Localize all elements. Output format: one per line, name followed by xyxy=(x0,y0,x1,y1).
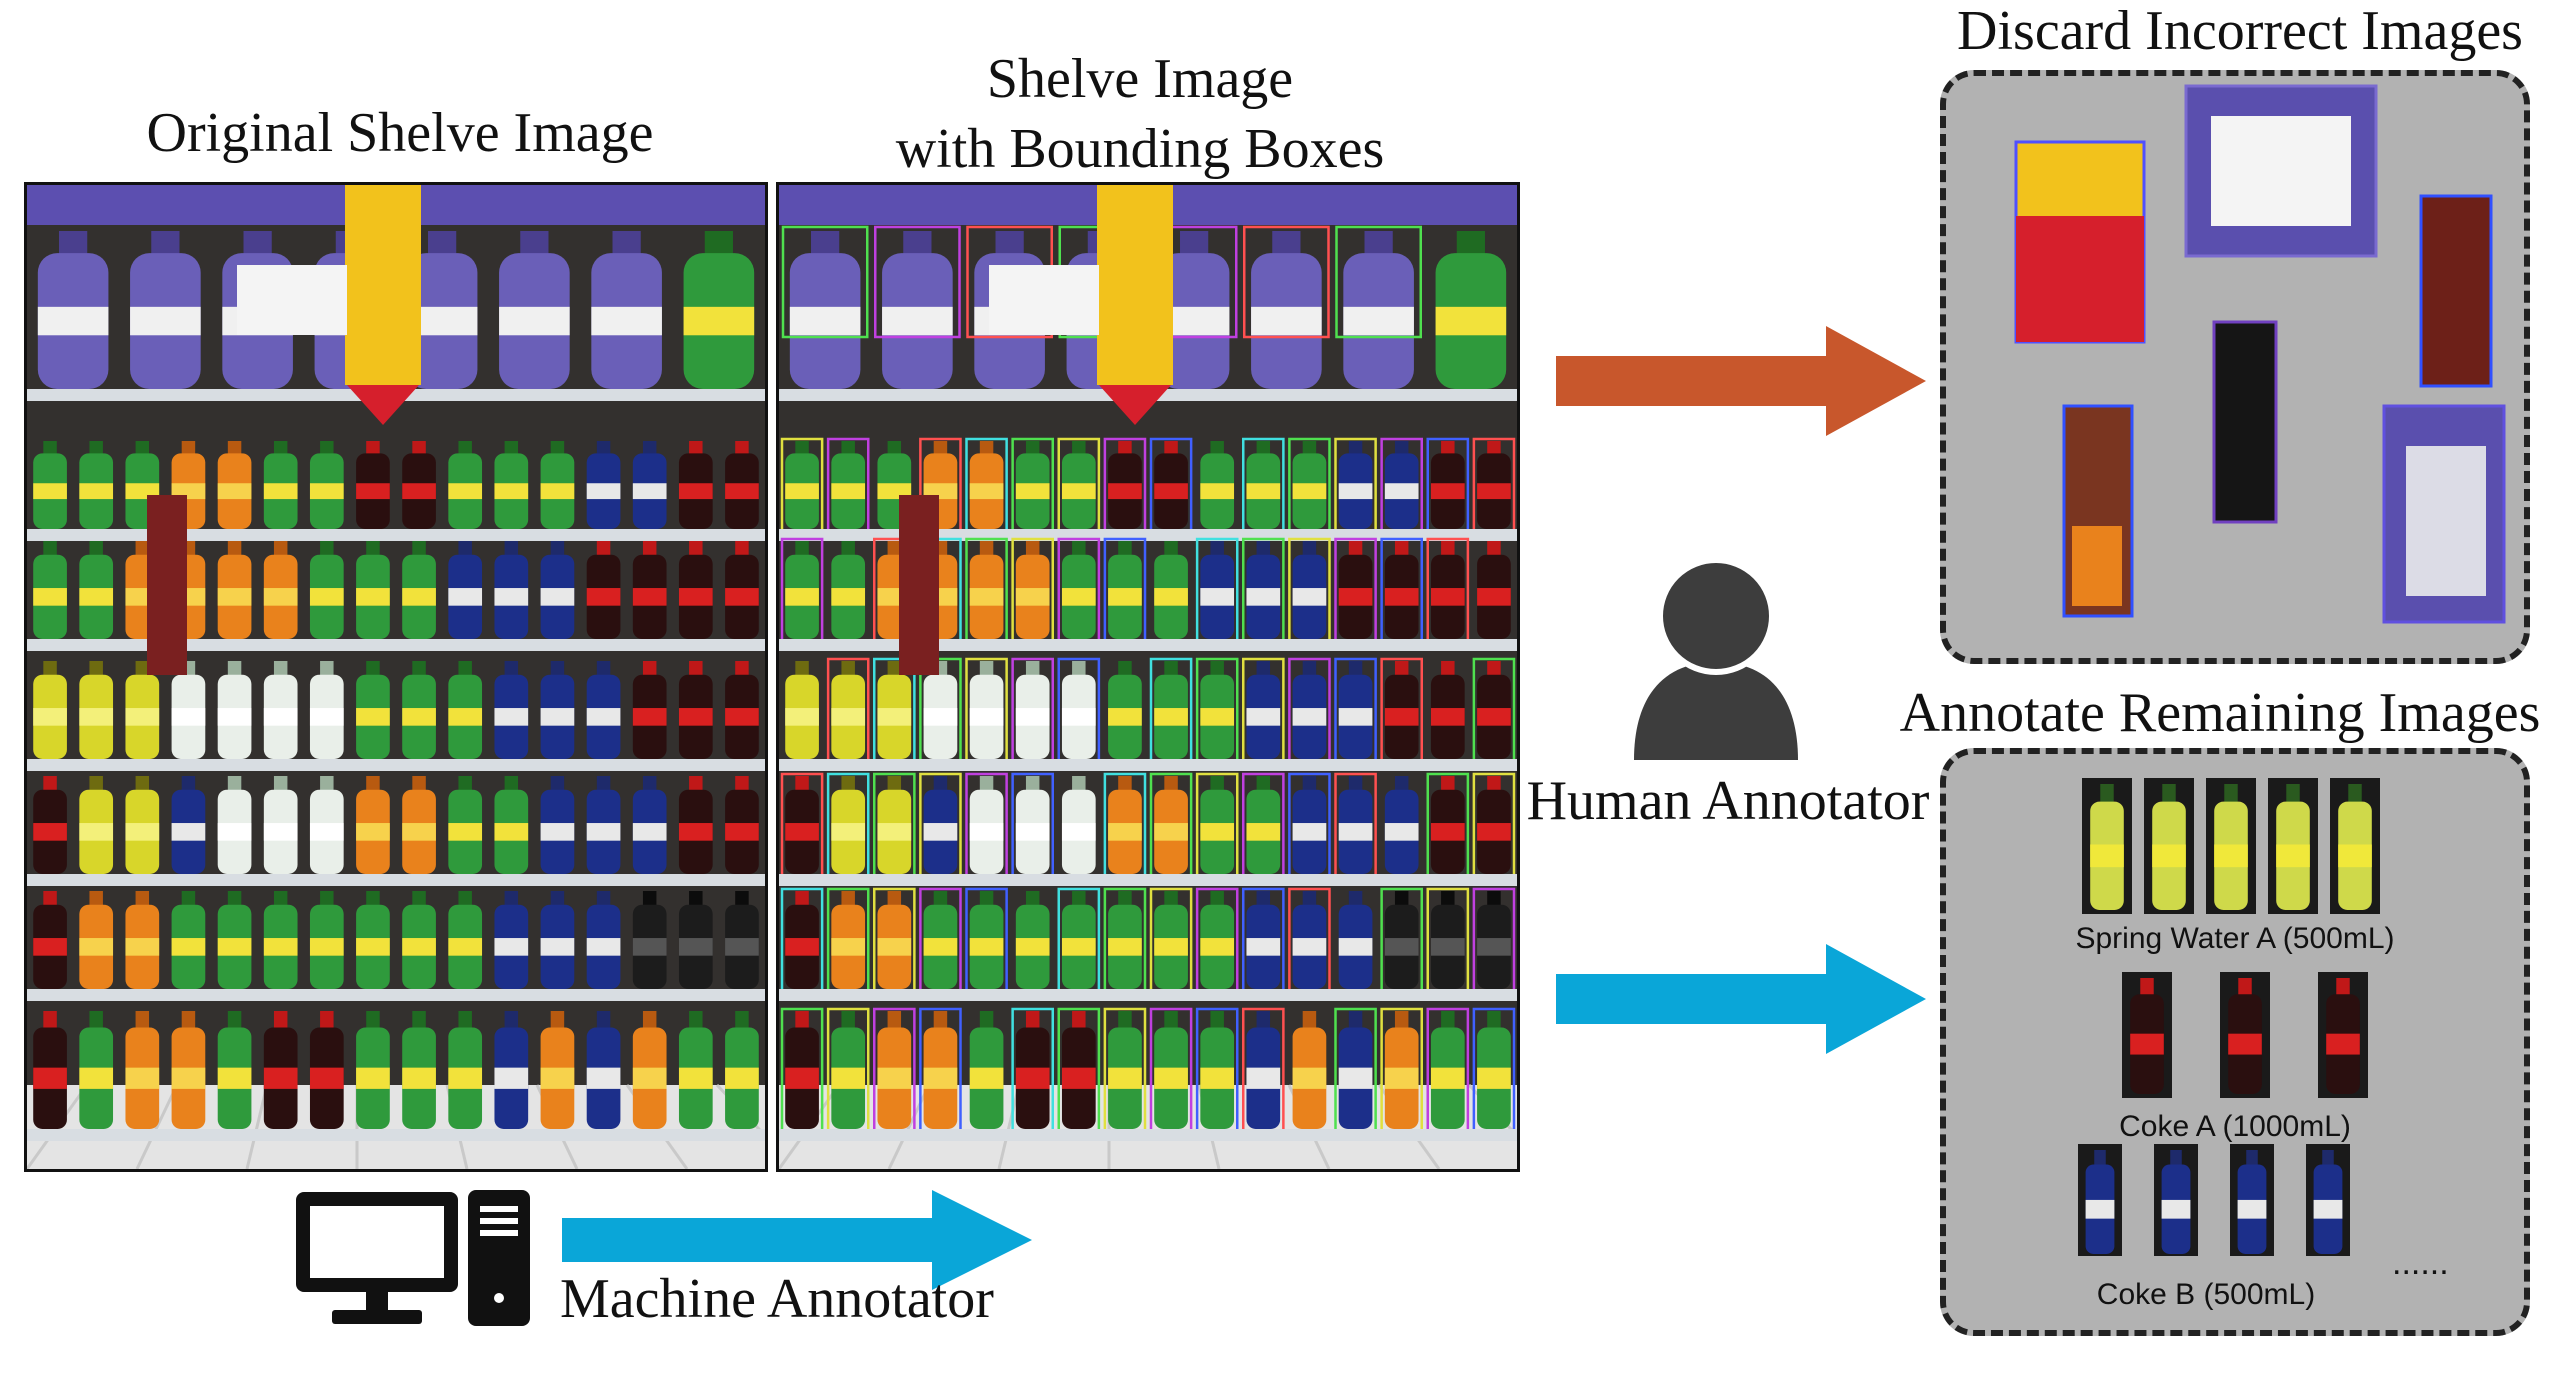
bbox-image-title-line2: with Bounding Boxes xyxy=(895,118,1385,180)
annotate-title: Annotate Remaining Images xyxy=(1899,682,2541,744)
original-image-title: Original Shelve Image xyxy=(146,102,654,164)
class-label-coke-a: Coke A (1000mL) xyxy=(2119,1110,2351,1143)
machine-annotator-label: Machine Annotator xyxy=(560,1268,994,1330)
machine-arrow xyxy=(562,1190,1032,1290)
computer-monitor-icon xyxy=(292,1188,462,1328)
original-shelf-image xyxy=(24,182,768,1172)
class-label-coke-b: Coke B (500mL) xyxy=(2096,1278,2316,1311)
bbox-shelf-image xyxy=(776,182,1520,1172)
annotate-box: Spring Water A (500mL) Coke A (1000mL) C… xyxy=(1940,748,2530,1336)
annotate-arrow xyxy=(1556,944,1926,1054)
discard-box xyxy=(1940,70,2530,664)
class-label-spring-water: Spring Water A (500mL) xyxy=(2075,922,2395,955)
bbox-image-title-line1: Shelve Image xyxy=(986,48,1294,110)
discard-title: Discard Incorrect Images xyxy=(1957,0,2523,62)
discard-crop-dark-gap xyxy=(2212,320,2278,524)
discard-arrow xyxy=(1556,326,1926,436)
computer-tower-icon xyxy=(466,1188,532,1328)
person-icon xyxy=(1628,556,1804,764)
more-classes-ellipsis: ...... xyxy=(2392,1244,2449,1282)
human-annotator-label: Human Annotator xyxy=(1526,770,1930,832)
discard-crop-sign-strip xyxy=(2419,194,2493,388)
